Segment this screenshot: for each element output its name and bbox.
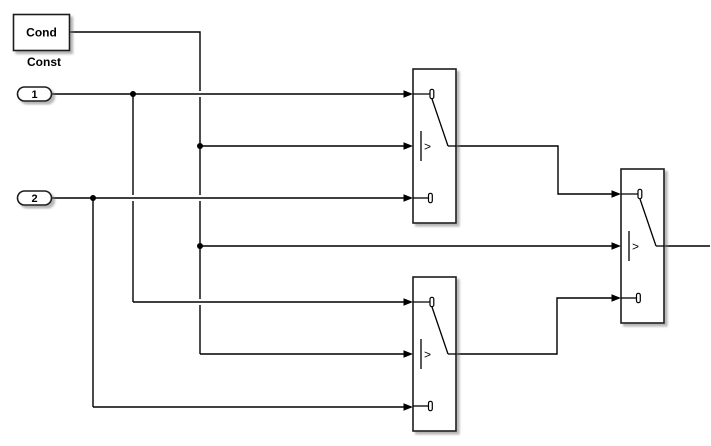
- arrowhead[interactable]: [403, 194, 414, 202]
- arrowhead[interactable]: [403, 298, 414, 306]
- branch-point[interactable]: [130, 91, 136, 97]
- switch-3-criterion-glyph: >: [632, 240, 639, 254]
- switch-3-lever-icon: [639, 198, 657, 247]
- wire-inport1-signal[interactable]: [52, 90, 413, 306]
- inport-1-label: 1: [31, 89, 37, 101]
- wire-segment[interactable]: [456, 145, 612, 195]
- switch-2-bottom-terminal-icon: [427, 400, 433, 412]
- inport-2-label: 2: [31, 193, 37, 205]
- constant-block-label: Cond: [26, 26, 57, 40]
- inport-2-body[interactable]: [16, 190, 53, 206]
- switch-block-3[interactable]: >: [620, 168, 665, 324]
- arrowhead[interactable]: [611, 242, 622, 250]
- switch-2-lever-icon: [431, 306, 449, 355]
- switch-1-lever-icon: [431, 98, 449, 147]
- wire-switch1-out[interactable]: [456, 145, 622, 198]
- switch-block-1[interactable]: >: [412, 68, 457, 224]
- arrowhead[interactable]: [403, 142, 414, 150]
- switch-1-criterion-glyph: >: [424, 140, 431, 154]
- inport-2-block[interactable]: 2: [16, 190, 53, 206]
- constant-block[interactable]: Cond: [12, 13, 71, 52]
- switch-2-criterion-glyph: >: [424, 348, 431, 362]
- switch-1-top-terminal-icon: [429, 88, 435, 100]
- switch-block-2[interactable]: >: [412, 276, 457, 432]
- arrowhead[interactable]: [403, 350, 414, 358]
- constant-block-caption[interactable]: Const: [27, 55, 61, 69]
- arrowhead[interactable]: [403, 403, 414, 411]
- wire-segment[interactable]: [69, 31, 201, 91]
- branch-point[interactable]: [90, 195, 96, 201]
- inport-1-body[interactable]: [16, 86, 53, 102]
- wire-cond-signal[interactable]: [69, 31, 622, 358]
- arrowhead[interactable]: [611, 190, 622, 198]
- switch-1-bottom-terminal-icon: [427, 192, 433, 204]
- switch-3-top-terminal-icon: [637, 188, 643, 200]
- arrowhead[interactable]: [403, 90, 414, 98]
- inport-1-block[interactable]: 1: [16, 86, 53, 102]
- branch-point[interactable]: [197, 143, 203, 149]
- wire-segment[interactable]: [456, 297, 612, 355]
- wire-switch2-out[interactable]: [456, 294, 622, 355]
- switch-2-top-terminal-icon: [429, 296, 435, 308]
- branch-point[interactable]: [197, 243, 203, 249]
- switch-3-bottom-terminal-icon: [635, 292, 641, 304]
- constant-block-body[interactable]: [12, 13, 71, 52]
- arrowhead[interactable]: [611, 294, 622, 302]
- wire-inport2-signal[interactable]: [52, 194, 413, 411]
- switch-1-body[interactable]: [412, 68, 457, 224]
